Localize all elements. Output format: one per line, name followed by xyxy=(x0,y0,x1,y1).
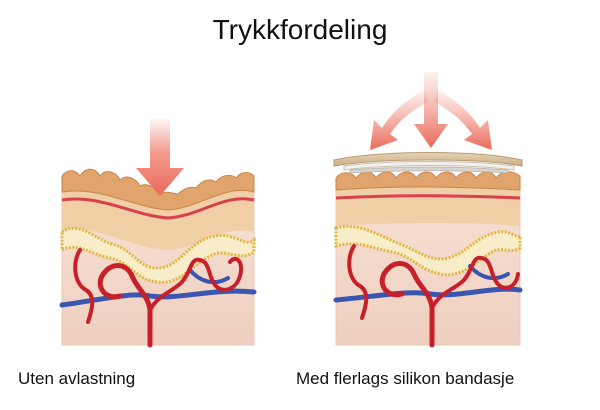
vein xyxy=(188,268,230,285)
fat-layer xyxy=(60,226,256,284)
epidermis-cells xyxy=(61,168,255,211)
arrow-spread-icon xyxy=(370,72,492,150)
dermis-red-line xyxy=(61,197,255,220)
skin-cross-section-with-bandage xyxy=(333,72,523,348)
blood-vessels xyxy=(333,244,523,348)
vein xyxy=(333,286,523,303)
artery xyxy=(430,255,520,310)
dermis-layer xyxy=(336,182,520,226)
artery xyxy=(347,244,369,320)
diagram-title: Trykkfordeling xyxy=(212,14,388,45)
artery xyxy=(73,248,95,324)
caption-with-bandage: Med flerlags silikon bandasje xyxy=(296,369,515,388)
artery xyxy=(148,256,243,312)
skin-cross-section-without-relief xyxy=(59,118,257,348)
silicone-bandage xyxy=(333,152,523,174)
caption-without-relief: Uten avlastning xyxy=(18,369,136,388)
epidermis-cells xyxy=(335,171,521,191)
blood-vessels xyxy=(59,248,257,348)
artery xyxy=(97,263,153,348)
arrow-down-icon xyxy=(136,118,184,196)
dermis-red-line xyxy=(335,194,521,200)
vein xyxy=(59,288,257,308)
artery xyxy=(379,261,435,348)
